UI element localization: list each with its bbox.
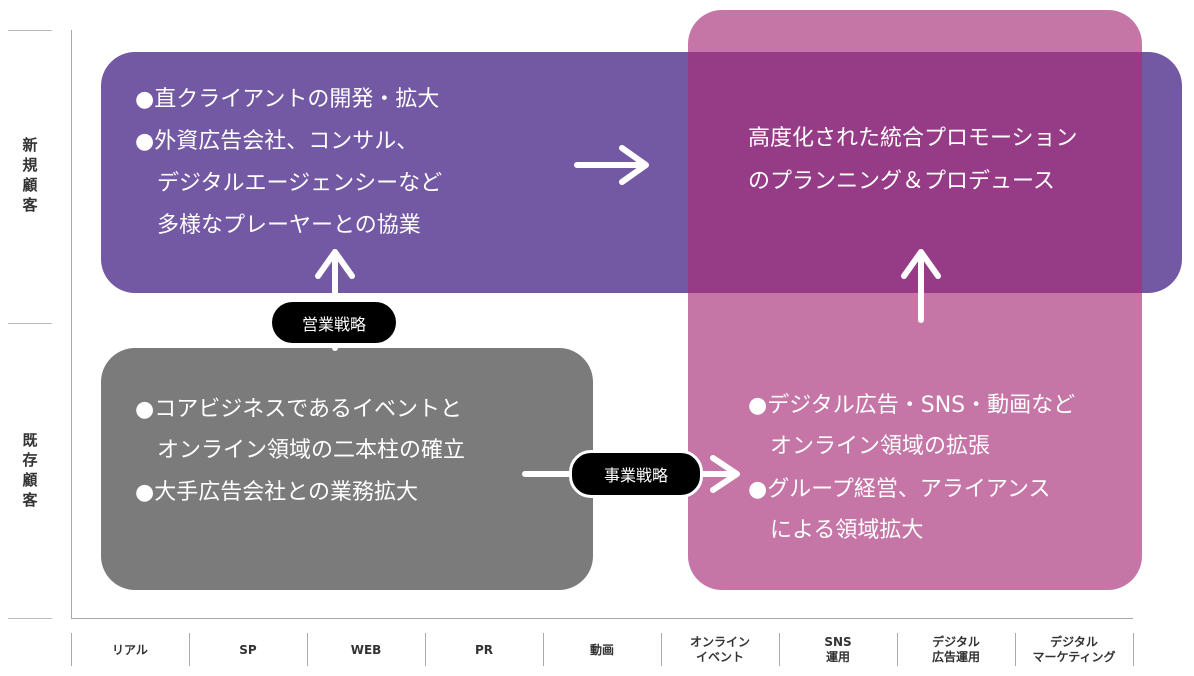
label-new-customers: 新規顧客 [22, 136, 38, 214]
purple-text: ●外資広告会社、コンサル、 [135, 129, 419, 154]
tick [661, 633, 662, 666]
overlap-box [688, 52, 1142, 293]
gray-text: オンライン領域の二本柱の確立 [135, 438, 466, 463]
x-category-label: WEB [350, 642, 382, 657]
tick [71, 633, 72, 666]
tick [1015, 633, 1016, 666]
tick [1133, 633, 1134, 666]
gray-text: ●大手広告会社との業務拡大 [135, 480, 418, 505]
tick [307, 633, 308, 666]
tick [543, 633, 544, 666]
tick [897, 633, 898, 666]
pink-text: ●グループ経営、アライアンス [748, 477, 1051, 502]
label-existing-customers: 既存顧客 [22, 431, 38, 509]
y-axis-line [71, 30, 72, 619]
x-category-label: デジタル 広告運用 [931, 635, 980, 664]
pink-text: による領域拡大 [748, 518, 924, 543]
overlap-text: のプランニング＆プロデュース [748, 169, 1055, 194]
tick [779, 633, 780, 666]
x-category-label: リアル [112, 642, 148, 657]
business-strategy-badge: 事業戦略 [569, 450, 703, 498]
purple-text: ●直クライアントの開発・拡大 [135, 87, 440, 112]
x-category-label: オンライン イベント [689, 635, 750, 664]
pink-text: ●デジタル広告・SNS・動画など [748, 393, 1076, 418]
divider [8, 323, 52, 324]
tick [425, 633, 426, 666]
purple-text: デジタルエージェンシーなど [135, 171, 443, 196]
x-category-label: SP [239, 642, 257, 657]
gray-text: ●コアビジネスであるイベントと [135, 397, 462, 422]
purple-text: 多様なプレーヤーとの協業 [135, 213, 421, 238]
up-arrow-icon [901, 249, 941, 323]
right-arrow-icon [574, 145, 649, 185]
x-category-label: デジタル マーケティング [1032, 635, 1116, 664]
divider [8, 618, 52, 619]
overlap-text: 高度化された統合プロモーション [748, 126, 1078, 151]
x-axis-line [71, 618, 1133, 619]
gray-box [101, 348, 593, 590]
divider [8, 30, 52, 31]
x-category-label: 動画 [589, 642, 614, 657]
x-category-label: PR [474, 642, 494, 657]
tick [189, 633, 190, 666]
sales-strategy-badge: 営業戦略 [272, 302, 396, 343]
x-category-label: SNS 運用 [824, 635, 852, 664]
pink-text: オンライン領域の拡張 [748, 434, 991, 459]
